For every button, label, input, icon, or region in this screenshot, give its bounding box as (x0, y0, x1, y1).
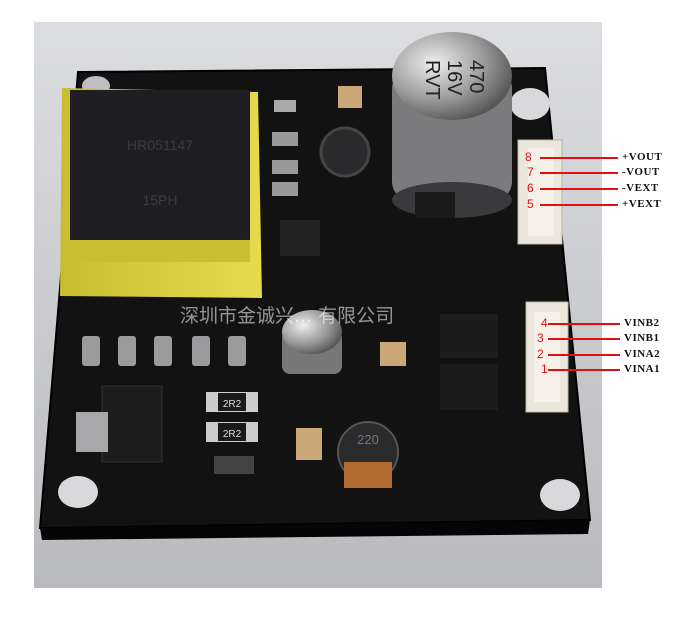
diode (415, 192, 455, 218)
transformer-text-1: HR051147 (127, 137, 193, 153)
pin-number-3: 3 (537, 331, 544, 345)
ic-small (280, 220, 320, 256)
smd-part (272, 182, 298, 196)
smd-part (272, 160, 298, 174)
smd-capacitor (380, 342, 406, 366)
capacitor-large: 470 16V RVT (392, 32, 512, 218)
transformer-text-2: 15PH (142, 192, 177, 208)
pin-header (82, 336, 246, 366)
resistor-2: 2R2 (206, 422, 258, 442)
mounting-hole (540, 479, 580, 511)
callout-lines-top (540, 157, 618, 206)
pin-number-5: 5 (527, 197, 534, 211)
smd-part (272, 132, 298, 146)
resistor-1-label: 2R2 (223, 399, 242, 410)
transformer: HR051147 15PH (60, 88, 262, 298)
ic-soic-1 (440, 314, 498, 358)
cap-text-2: 16V (443, 60, 465, 96)
inductor-top (319, 126, 371, 178)
smd-capacitor (296, 428, 322, 460)
watermark-text: 深圳市金诚兴... 有限公司 (180, 305, 394, 327)
label-vext-negative: -VEXT (622, 182, 659, 194)
callout-lines-bottom (548, 323, 620, 371)
pin-number-8: 8 (525, 150, 532, 164)
label-vinb1: VINB1 (624, 332, 660, 344)
label-vout-negative: -VOUT (622, 166, 660, 178)
smd-part (274, 100, 296, 112)
label-vina1: VINA1 (624, 363, 661, 375)
inductor-label: 220 (357, 432, 379, 447)
inductor-bottom: 220 (337, 421, 399, 488)
smd-capacitor (338, 86, 362, 108)
smd-part (214, 456, 254, 474)
label-vina2: VINA2 (624, 348, 661, 360)
pin-number-4: 4 (541, 316, 548, 330)
pin-number-1: 1 (541, 362, 548, 376)
cap-text-3: RVT (421, 60, 443, 100)
label-vext-positive: +VEXT (622, 198, 662, 210)
mounting-hole (510, 88, 550, 120)
ic-soic-2 (440, 364, 498, 410)
heat-tab (76, 412, 108, 452)
label-vinb2: VINB2 (624, 317, 660, 329)
resistor-1: 2R2 (206, 392, 258, 412)
mounting-hole (58, 476, 98, 508)
pin-number-2: 2 (537, 347, 544, 361)
pin-number-6: 6 (527, 181, 534, 195)
pin-number-7: 7 (527, 165, 534, 179)
connector-bottom (525, 301, 569, 413)
transistor-package (101, 385, 163, 463)
label-vout-positive: +VOUT (622, 151, 663, 163)
resistor-2-label: 2R2 (223, 429, 242, 440)
cap-text-1: 470 (465, 60, 487, 93)
capacitor-small (282, 310, 342, 374)
